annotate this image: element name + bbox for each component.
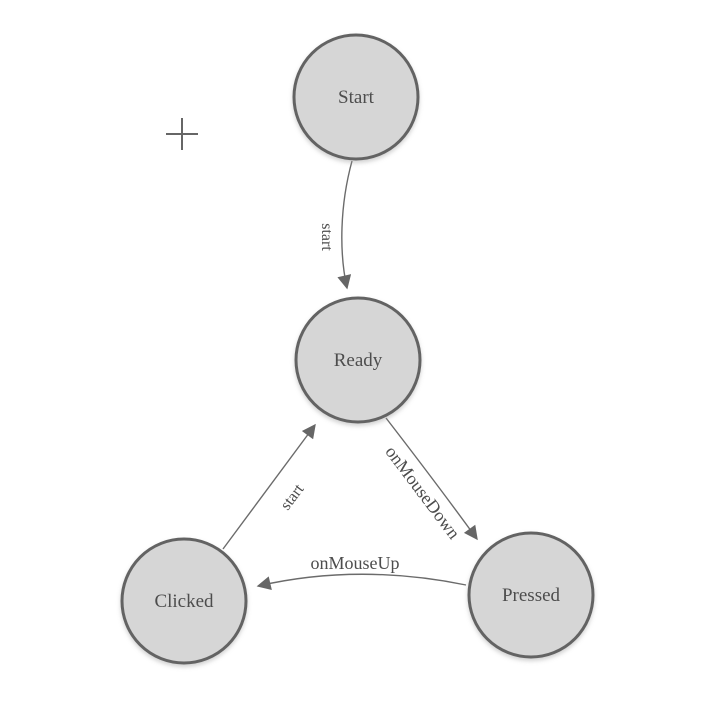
state-node-clicked[interactable]: Clicked xyxy=(120,537,248,665)
edge-pressed-to-clicked-path[interactable] xyxy=(256,573,467,591)
state-node-pressed[interactable]: Pressed xyxy=(467,531,595,659)
state-node-pressed-label: Pressed xyxy=(502,585,561,606)
state-node-pressed-circle[interactable] xyxy=(467,531,595,659)
state-node-clicked-circle[interactable] xyxy=(120,537,248,665)
edge-ready-to-pressed[interactable]: onMouseDown xyxy=(381,417,478,543)
edge-label-start-1: start xyxy=(318,223,335,251)
edge-start-to-ready-path[interactable] xyxy=(337,160,353,290)
crosshair-plus-icon xyxy=(166,118,198,150)
edge-ready-to-pressed-path[interactable] xyxy=(385,417,478,541)
state-node-start[interactable]: Start xyxy=(292,33,420,161)
state-node-ready[interactable]: Ready xyxy=(294,296,422,424)
edge-clicked-to-ready-path[interactable] xyxy=(222,423,316,550)
edge-pressed-to-clicked[interactable]: onMouseUp xyxy=(256,553,467,591)
edge-label-onmouseup: onMouseUp xyxy=(311,553,400,573)
edge-start-to-ready[interactable]: start xyxy=(318,160,353,290)
edge-label-onmousedown: onMouseDown xyxy=(381,442,464,543)
state-node-ready-label: Ready xyxy=(334,350,383,371)
state-node-start-label: Start xyxy=(338,87,375,108)
state-node-start-circle[interactable] xyxy=(292,33,420,161)
state-node-ready-circle[interactable] xyxy=(294,296,422,424)
edge-label-start-2: start xyxy=(277,481,307,514)
state-node-clicked-label: Clicked xyxy=(154,591,214,612)
edge-clicked-to-ready[interactable]: start xyxy=(222,423,316,550)
